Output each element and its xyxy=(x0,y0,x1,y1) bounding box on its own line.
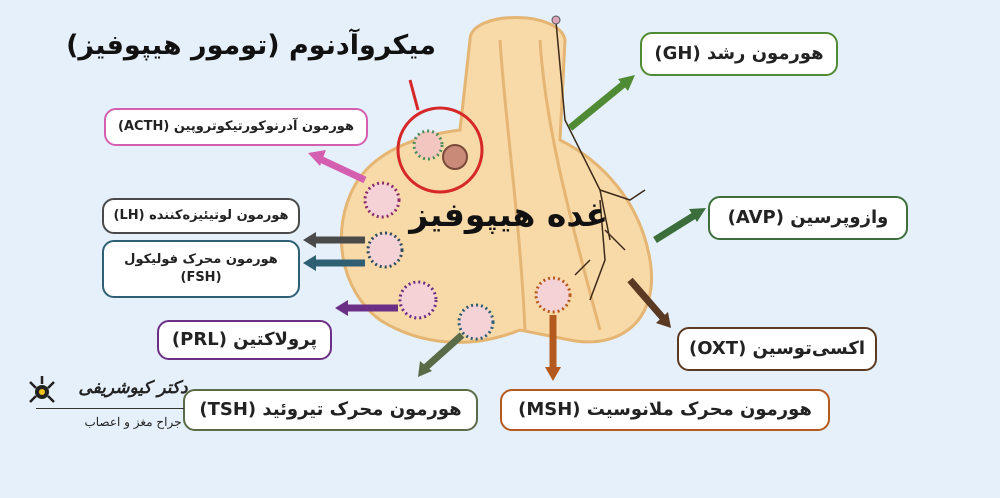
fsh-label-line2: (FSH) xyxy=(180,270,222,285)
tsh-arrow xyxy=(422,332,465,371)
signature-subtitle: جراح مغز و اعصاب xyxy=(84,415,182,429)
prl-cell xyxy=(398,280,438,320)
oxt-arrow xyxy=(627,277,666,321)
tumor-mass xyxy=(442,144,468,170)
gland-inner-line xyxy=(498,39,527,331)
lh-label: هورمون لوتیئیزه‌کننده (LH) xyxy=(102,198,300,234)
stalk-top-node xyxy=(551,15,561,25)
tsh-arrowhead xyxy=(418,361,432,377)
oxt-arrowhead xyxy=(656,312,671,328)
gh-label: هورمون رشد (GH) xyxy=(640,32,838,76)
avp-arrowhead xyxy=(689,208,706,222)
oxt-label: اکسی‌توسین (OXT) xyxy=(677,327,877,371)
gland-title: غده هیپوفیز xyxy=(409,195,608,234)
gh-arrow xyxy=(567,80,628,131)
acth-label: هورمون آدرنوکورتیکوتروپین (ACTH) xyxy=(104,108,368,146)
signature-logo xyxy=(29,376,55,403)
microadenoma-pointer xyxy=(408,79,420,111)
lh-fsh-cell xyxy=(366,231,404,269)
gh-arrowhead xyxy=(618,75,635,91)
tsh-label: هورمون محرک تیروئید (TSH) xyxy=(183,389,478,431)
avp-label: وازوپرسین (AVP) xyxy=(708,196,908,240)
acth-arrow xyxy=(316,154,367,184)
acth-cell xyxy=(363,181,401,219)
microadenoma-title: میکروآدنوم (تومور هیپوفیز) xyxy=(66,30,436,61)
signature-name: دکتر کیوشریفی xyxy=(78,378,188,398)
fsh-arrowhead xyxy=(303,255,316,271)
acth-arrowhead xyxy=(308,150,326,166)
pituitary-stalk xyxy=(339,16,653,344)
prl-label: پرولاکتین (PRL) xyxy=(157,320,332,360)
nerve-fibers xyxy=(555,21,646,301)
signature-underline xyxy=(36,408,184,409)
tumor-cell xyxy=(412,129,444,161)
fsh-label: هورمون محرک فولیکول (FSH) xyxy=(102,240,300,298)
lh-arrowhead xyxy=(303,232,316,248)
gland-inner-line xyxy=(538,39,602,331)
tsh-cell xyxy=(457,303,495,341)
prl-arrowhead xyxy=(335,300,348,316)
microadenoma-ring xyxy=(396,106,484,194)
fsh-label-line1: هورمون محرک فولیکول xyxy=(124,252,278,268)
msh-cell xyxy=(534,276,572,314)
avp-arrow xyxy=(653,212,697,243)
msh-label: هورمون محرک ملانوسیت (MSH) xyxy=(500,389,830,431)
msh-arrowhead xyxy=(545,367,561,381)
